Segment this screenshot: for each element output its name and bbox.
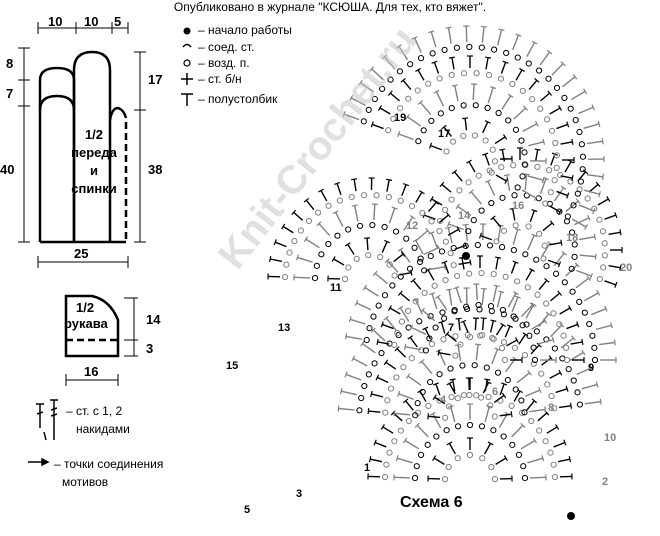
schema-title: Схема 6 [400, 494, 463, 511]
dim-top-2: 10 [84, 14, 99, 29]
dim-top-3: 5 [114, 14, 122, 29]
plus-icon [181, 73, 193, 85]
row-number-15: 15 [226, 360, 239, 372]
row-number-18: 18 [566, 232, 579, 244]
row-number-8: 8 [548, 402, 555, 414]
row-number-5: 5 [244, 504, 251, 516]
t-icon [181, 93, 193, 106]
dim-right-1: 17 [148, 72, 163, 87]
sleeve-dim-right-2: 3 [146, 341, 154, 356]
page-header: Опубликовано в журнале "КСЮША. Для тех, … [173, 0, 487, 14]
dim-left-2: 7 [6, 86, 14, 101]
dim-top-1: 10 [48, 14, 63, 29]
legend-double-crochet: – ст. с 1, 2 накидами [66, 404, 130, 436]
sleeve-dim-bottom: 16 [84, 364, 99, 379]
row-number-13: 13 [278, 322, 291, 334]
body-pattern-label: 1/2 переда и спинки [71, 127, 117, 196]
slip-stitch-icon [182, 43, 192, 48]
row-number-4: 4 [440, 394, 447, 406]
double-crochet-icon [36, 399, 58, 441]
row-number-16: 16 [512, 200, 525, 212]
legend-single-crochet: – ст. б/н [198, 72, 242, 86]
row-number-17: 17 [438, 128, 451, 140]
legend-slip-stitch: – соед. ст. [198, 40, 255, 54]
row-number-20: 20 [620, 262, 633, 274]
row-number-1: 1 [364, 462, 371, 474]
legend-chain: – возд. п. [198, 56, 250, 70]
filled-dot-icon [183, 27, 191, 35]
row-number-2: 2 [602, 476, 609, 488]
row-number-10: 10 [604, 432, 617, 444]
row-number-9: 9 [588, 362, 595, 374]
sleeve-dim-right-1: 14 [146, 312, 161, 327]
open-circle-icon [183, 59, 191, 67]
row-number-7: 7 [448, 322, 455, 334]
legend-half-double: – полустолбик [198, 92, 278, 106]
row-number-11: 11 [330, 282, 342, 294]
join-point-icon [28, 457, 50, 467]
sleeve-pattern-label: 1/2 рукава [64, 300, 108, 331]
dim-left-3: 40 [0, 162, 15, 177]
row-number-19: 19 [394, 112, 407, 124]
dim-right-2: 38 [148, 162, 163, 177]
row-number-3: 3 [296, 488, 303, 500]
dim-left-1: 8 [6, 56, 14, 71]
legend-start: – начало работы [198, 23, 292, 37]
dim-bottom: 25 [74, 246, 89, 261]
row-number-6: 6 [492, 386, 499, 398]
row-number-14: 14 [458, 210, 471, 222]
start-dot-icon [567, 512, 575, 520]
row-number-12: 12 [406, 220, 419, 232]
legend-join-points: – точки соединения мотивов [54, 457, 164, 489]
